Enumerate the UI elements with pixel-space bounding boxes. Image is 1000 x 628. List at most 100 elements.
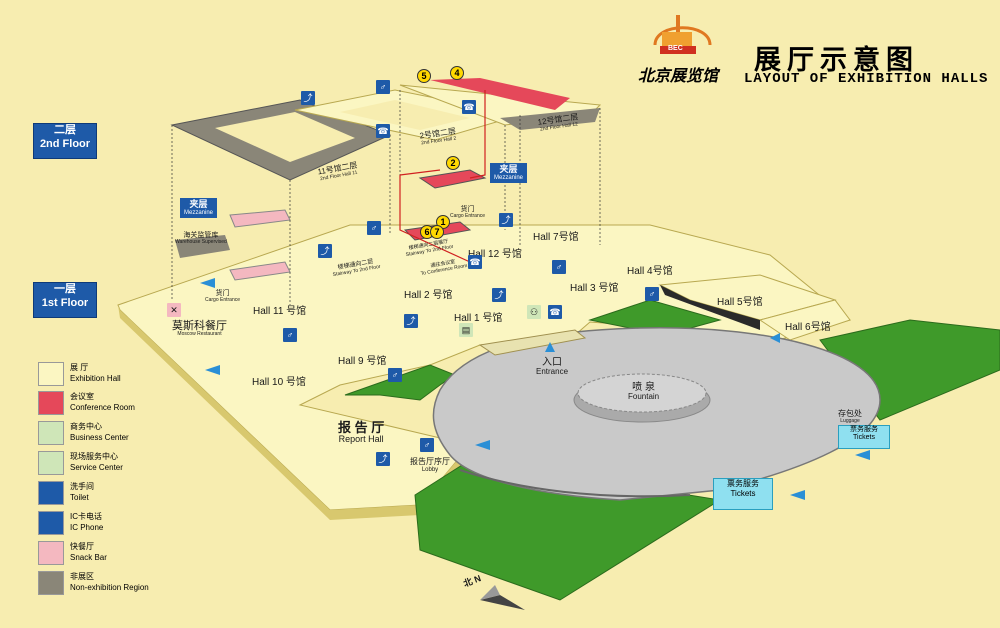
compass-rose [480,585,525,610]
restaurant-icon[interactable]: ✕ [167,303,181,317]
stairs-icon[interactable]: ⤴ [499,213,513,227]
room-number-4[interactable]: 4 [450,66,464,80]
hall-11-2f-inner [215,112,355,162]
stairs-icon[interactable]: ⤴ [492,288,506,302]
warehouse-en: Warehouse Supervised [175,238,227,245]
legend-text-en: Snack Bar [70,553,107,562]
report-hall-label[interactable]: 报 告 厅 Report Hall [338,420,384,445]
legend-text-en: Business Center [70,433,129,442]
hall-2-label[interactable]: Hall 2 号馆 [404,290,453,301]
hall-5-edge [660,285,760,330]
room-number-7[interactable]: 7 [430,225,444,239]
fountain-cn: 喷 泉 [632,382,655,393]
floor-tag-1st[interactable]: 一层 1st Floor [33,282,97,318]
legend-text-en: Service Center [70,463,123,472]
floor-tag-2nd[interactable]: 二层 2nd Floor [33,123,97,159]
tickets-side-box[interactable]: 票务服务 Tickets [838,425,890,449]
logo-emblem [653,15,712,54]
floor-tag-2nd-en: 2nd Floor [39,137,91,150]
tickets-main-box[interactable]: 票务服务 Tickets [713,478,773,510]
room-number-2[interactable]: 2 [446,156,460,170]
hall-10-label[interactable]: Hall 10 号馆 [252,377,306,388]
hall-6-label[interactable]: Hall 6号馆 [785,322,831,333]
legend-text-cn: 商务中心 [70,422,102,431]
toilet-icon[interactable]: ♂ [388,368,402,382]
legend-text-en: Exhibition Hall [70,374,121,383]
legend-swatch [38,511,64,535]
legend-item: IC卡电话 IC Phone [38,511,103,535]
toilet-icon[interactable]: ♂ [645,287,659,301]
stairs-icon[interactable]: ⤴ [376,452,390,466]
page-title-cn: 展厅示意图 [754,45,919,75]
hall-7-label[interactable]: Hall 7号馆 [533,232,579,243]
phone-icon[interactable]: ☎ [468,255,482,269]
stairs-icon[interactable]: ⤴ [318,244,332,258]
tickets-main-cn: 票务服务 [727,479,759,488]
mezzanine-tag-left-cn: 夹层 [189,199,208,209]
hall-9-label[interactable]: Hall 9 号馆 [338,356,387,367]
stairs-icon[interactable]: ⤴ [301,91,315,105]
floor-tag-1st-cn: 一层 [54,283,76,295]
access-arrows [200,278,870,500]
legend-text-cn: IC卡电话 [70,512,102,521]
logo-text: 北京展览馆 [638,66,719,85]
phone-icon[interactable]: ☎ [548,305,562,319]
cargo-entrance-2-label: 货门 Cargo Entrance [450,206,485,219]
hall-12-label[interactable]: Hall 12 号馆 [468,249,522,260]
toilet-icon[interactable]: ♂ [376,80,390,94]
entrance-en: Entrance [536,367,569,376]
hall-5-label[interactable]: Hall 5号馆 [717,297,763,308]
entrance-label[interactable]: 入口 Entrance [536,357,568,377]
cargo-entrance-1-cn: 货门 [215,290,230,297]
service-center-icon[interactable]: ⚇ [527,305,541,319]
legend-swatch [38,391,64,415]
toilet-icon[interactable]: ♂ [420,438,434,452]
hall-11-label[interactable]: Hall 11 号馆 [253,306,307,317]
hall-3-label[interactable]: Hall 3 号馆 [570,283,619,294]
phone-icon[interactable]: ☎ [462,100,476,114]
toilet-icon[interactable]: ♂ [283,328,297,342]
mezzanine-tag-right-en: Mezzanine [494,174,524,181]
legend-text-en: IC Phone [70,523,104,532]
mezzanine-tag-left-en: Mezzanine [184,209,214,216]
legend-text: 商务中心 Business Center [70,421,129,443]
mezzanine-tag-left: 夹层 Mezzanine [180,198,218,219]
legend-text-en: Toilet [70,493,89,502]
toilet-icon[interactable]: ♂ [552,260,566,274]
warehouse-cn: 海关监管库 [183,232,219,239]
legend-text-en: Non-exhibition Region [70,583,149,592]
hall-2-2f-inner [340,100,470,130]
room-number-5[interactable]: 5 [417,69,431,83]
mezzanine-2 [418,169,487,189]
luggage-label[interactable]: 存包处 Luggage [838,409,862,424]
legend-text: IC卡电话 IC Phone [70,511,103,533]
logo-badge: BEC [668,45,683,52]
hall-4-label[interactable]: Hall 4号馆 [627,266,673,277]
moscow-restaurant-label[interactable]: 莫斯科餐厅 Moscow Restaurant [172,320,227,338]
phone-icon[interactable]: ☎ [376,124,390,138]
hall-1-label[interactable]: Hall 1 号馆 [454,313,503,324]
lobby-cn: 报告厅序厅 [410,457,450,466]
toilet-icon[interactable]: ♂ [367,221,381,235]
luggage-en: Luggage [840,417,860,424]
business-center-icon[interactable]: ▤ [459,323,473,337]
cargo-entrance-1-en: Cargo Entrance [205,296,241,303]
fountain-en: Fountain [628,392,660,401]
page-title-en: LAYOUT OF EXHIBITION HALLS [744,71,989,87]
stairs-icon[interactable]: ⤴ [404,314,418,328]
legend-text-cn: 现场服务中心 [70,452,118,461]
warehouse-grey [175,235,230,258]
legend-item: 现场服务中心 Service Center [38,451,123,475]
legend-item: 快餐厅 Snack Bar [38,541,107,565]
lobby-label[interactable]: 报告厅序厅 Lobby [410,457,450,473]
legend-item: 商务中心 Business Center [38,421,129,445]
legend-text-cn: 洗手间 [70,482,94,491]
legend-text-cn: 快餐厅 [70,542,94,551]
cargo-entrance-2-en: Cargo Entrance [450,212,486,219]
snack-bar-upper [229,209,291,228]
mezzanine-tag-right: 夹层 Mezzanine [490,163,528,184]
